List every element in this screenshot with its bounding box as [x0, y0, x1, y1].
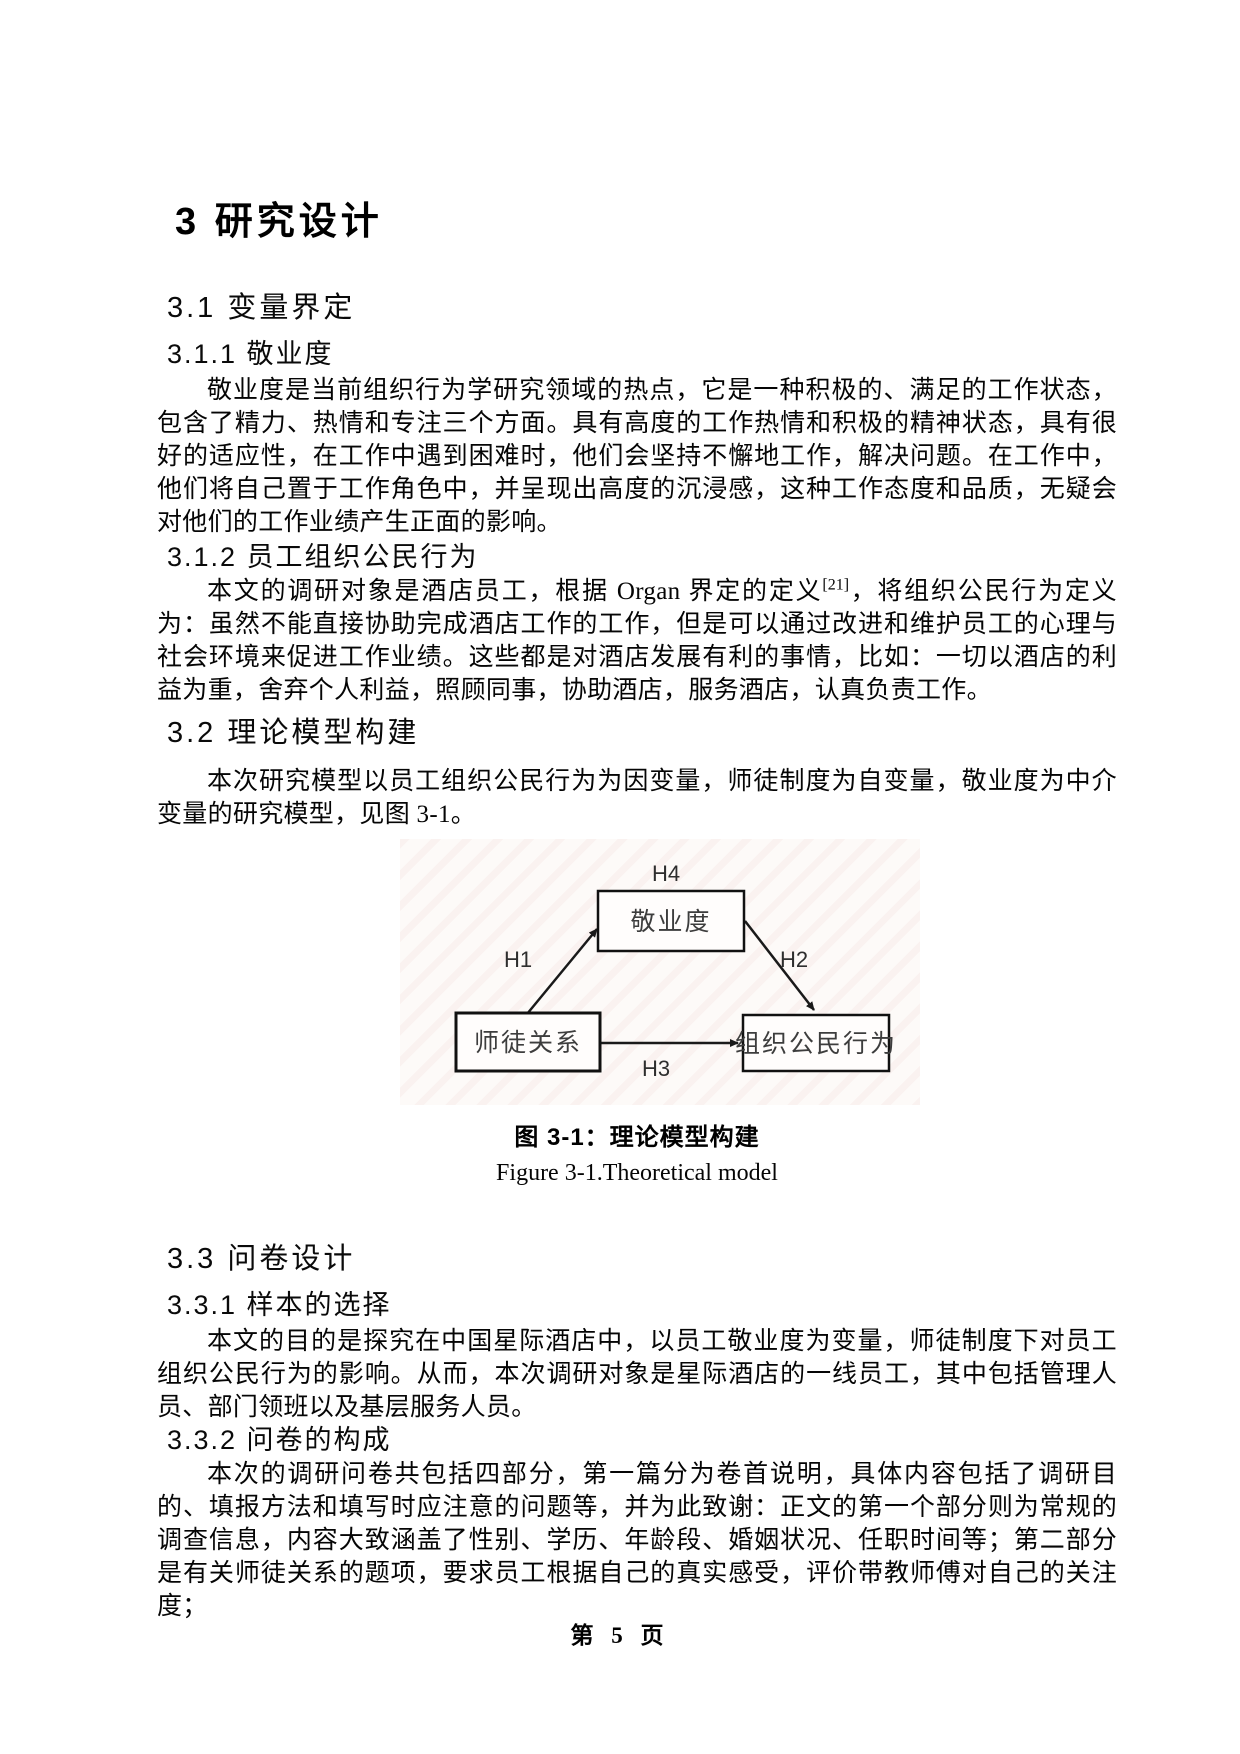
- citation-marker-21: [21]: [822, 576, 850, 594]
- edge-h1-label: H1: [504, 947, 532, 972]
- edge-h3-arrow: H3: [600, 1039, 739, 1081]
- node-ocb: 组织公民行为: [735, 1013, 897, 1073]
- node-ocb-label: 组织公民行为: [735, 1030, 897, 1058]
- page-content: 3 研究设计 3.1 变量界定 3.1.1 敬业度 敬业度是当前组织行为学研究领…: [157, 0, 1117, 1623]
- theoretical-model-figure: H1 H2 H3 H4 敬业度 师徒关系: [400, 839, 920, 1105]
- node-mentorship: 师徒关系: [454, 1011, 602, 1073]
- edge-h2-arrow: H2: [744, 920, 815, 1011]
- subsection-heading-3-3-1: 3.3.1 样本的选择: [167, 1290, 392, 1320]
- paragraph-3-1-2-text: 本文的调研对象是酒店员工，根据 Organ 界定的定义: [207, 578, 823, 605]
- node-mentorship-label: 师徒关系: [474, 1029, 582, 1057]
- edge-h3-label: H3: [642, 1056, 670, 1081]
- path-model-diagram: H1 H2 H3 H4 敬业度 师徒关系: [454, 861, 897, 1081]
- paragraph-3-1-1: 敬业度是当前组织行为学研究领域的热点，它是一种积极的、满足的工作状态，包含了精力…: [157, 377, 1117, 536]
- page-number: 第 5 页: [570, 1623, 670, 1648]
- figure-caption-en: Figure 3-1.Theoretical model: [496, 1160, 778, 1186]
- section-heading-3-1: 3.1 变量界定: [167, 292, 356, 324]
- chapter-title: 3 研究设计: [175, 201, 383, 243]
- subsection-heading-3-1-1: 3.1.1 敬业度: [167, 339, 334, 369]
- edge-h4-label: H4: [652, 861, 680, 886]
- section-heading-3-3: 3.3 问卷设计: [167, 1243, 356, 1275]
- node-engagement: 敬业度: [596, 889, 746, 953]
- paragraph-3-1-2: 本文的调研对象是酒店员工，根据 Organ 界定的定义[21]，将组织公民行为定…: [157, 575, 1117, 707]
- subsection-heading-3-3-2: 3.3.2 问卷的构成: [167, 1425, 392, 1455]
- section-heading-3-2: 3.2 理论模型构建: [167, 717, 420, 749]
- edge-h2-label: H2: [780, 947, 808, 972]
- node-engagement-label: 敬业度: [630, 908, 711, 936]
- paragraph-3-1-2-text-cont: ，将组织公民行为定义为：虽然不能直接协助完成酒店工作的工作，但是可以通过改进和维…: [157, 578, 1117, 704]
- paragraph-3-3-1: 本文的目的是探究在中国星际酒店中，以员工敬业度为变量，师徒制度下对员工组织公民行…: [157, 1328, 1117, 1421]
- figure-caption-zh: 图 3-1：理论模型构建: [514, 1124, 760, 1151]
- edge-h1-arrow: H1: [504, 928, 598, 1015]
- paragraph-3-3-2: 本次的调研问卷共包括四部分，第一篇分为卷首说明，具体内容包括了调研目的、填报方法…: [157, 1461, 1117, 1620]
- subsection-heading-3-1-2: 3.1.2 员工组织公民行为: [167, 542, 479, 572]
- paragraph-3-2: 本次研究模型以员工组织公民行为为因变量，师徒制度为自变量，敬业度为中介变量的研究…: [157, 768, 1117, 828]
